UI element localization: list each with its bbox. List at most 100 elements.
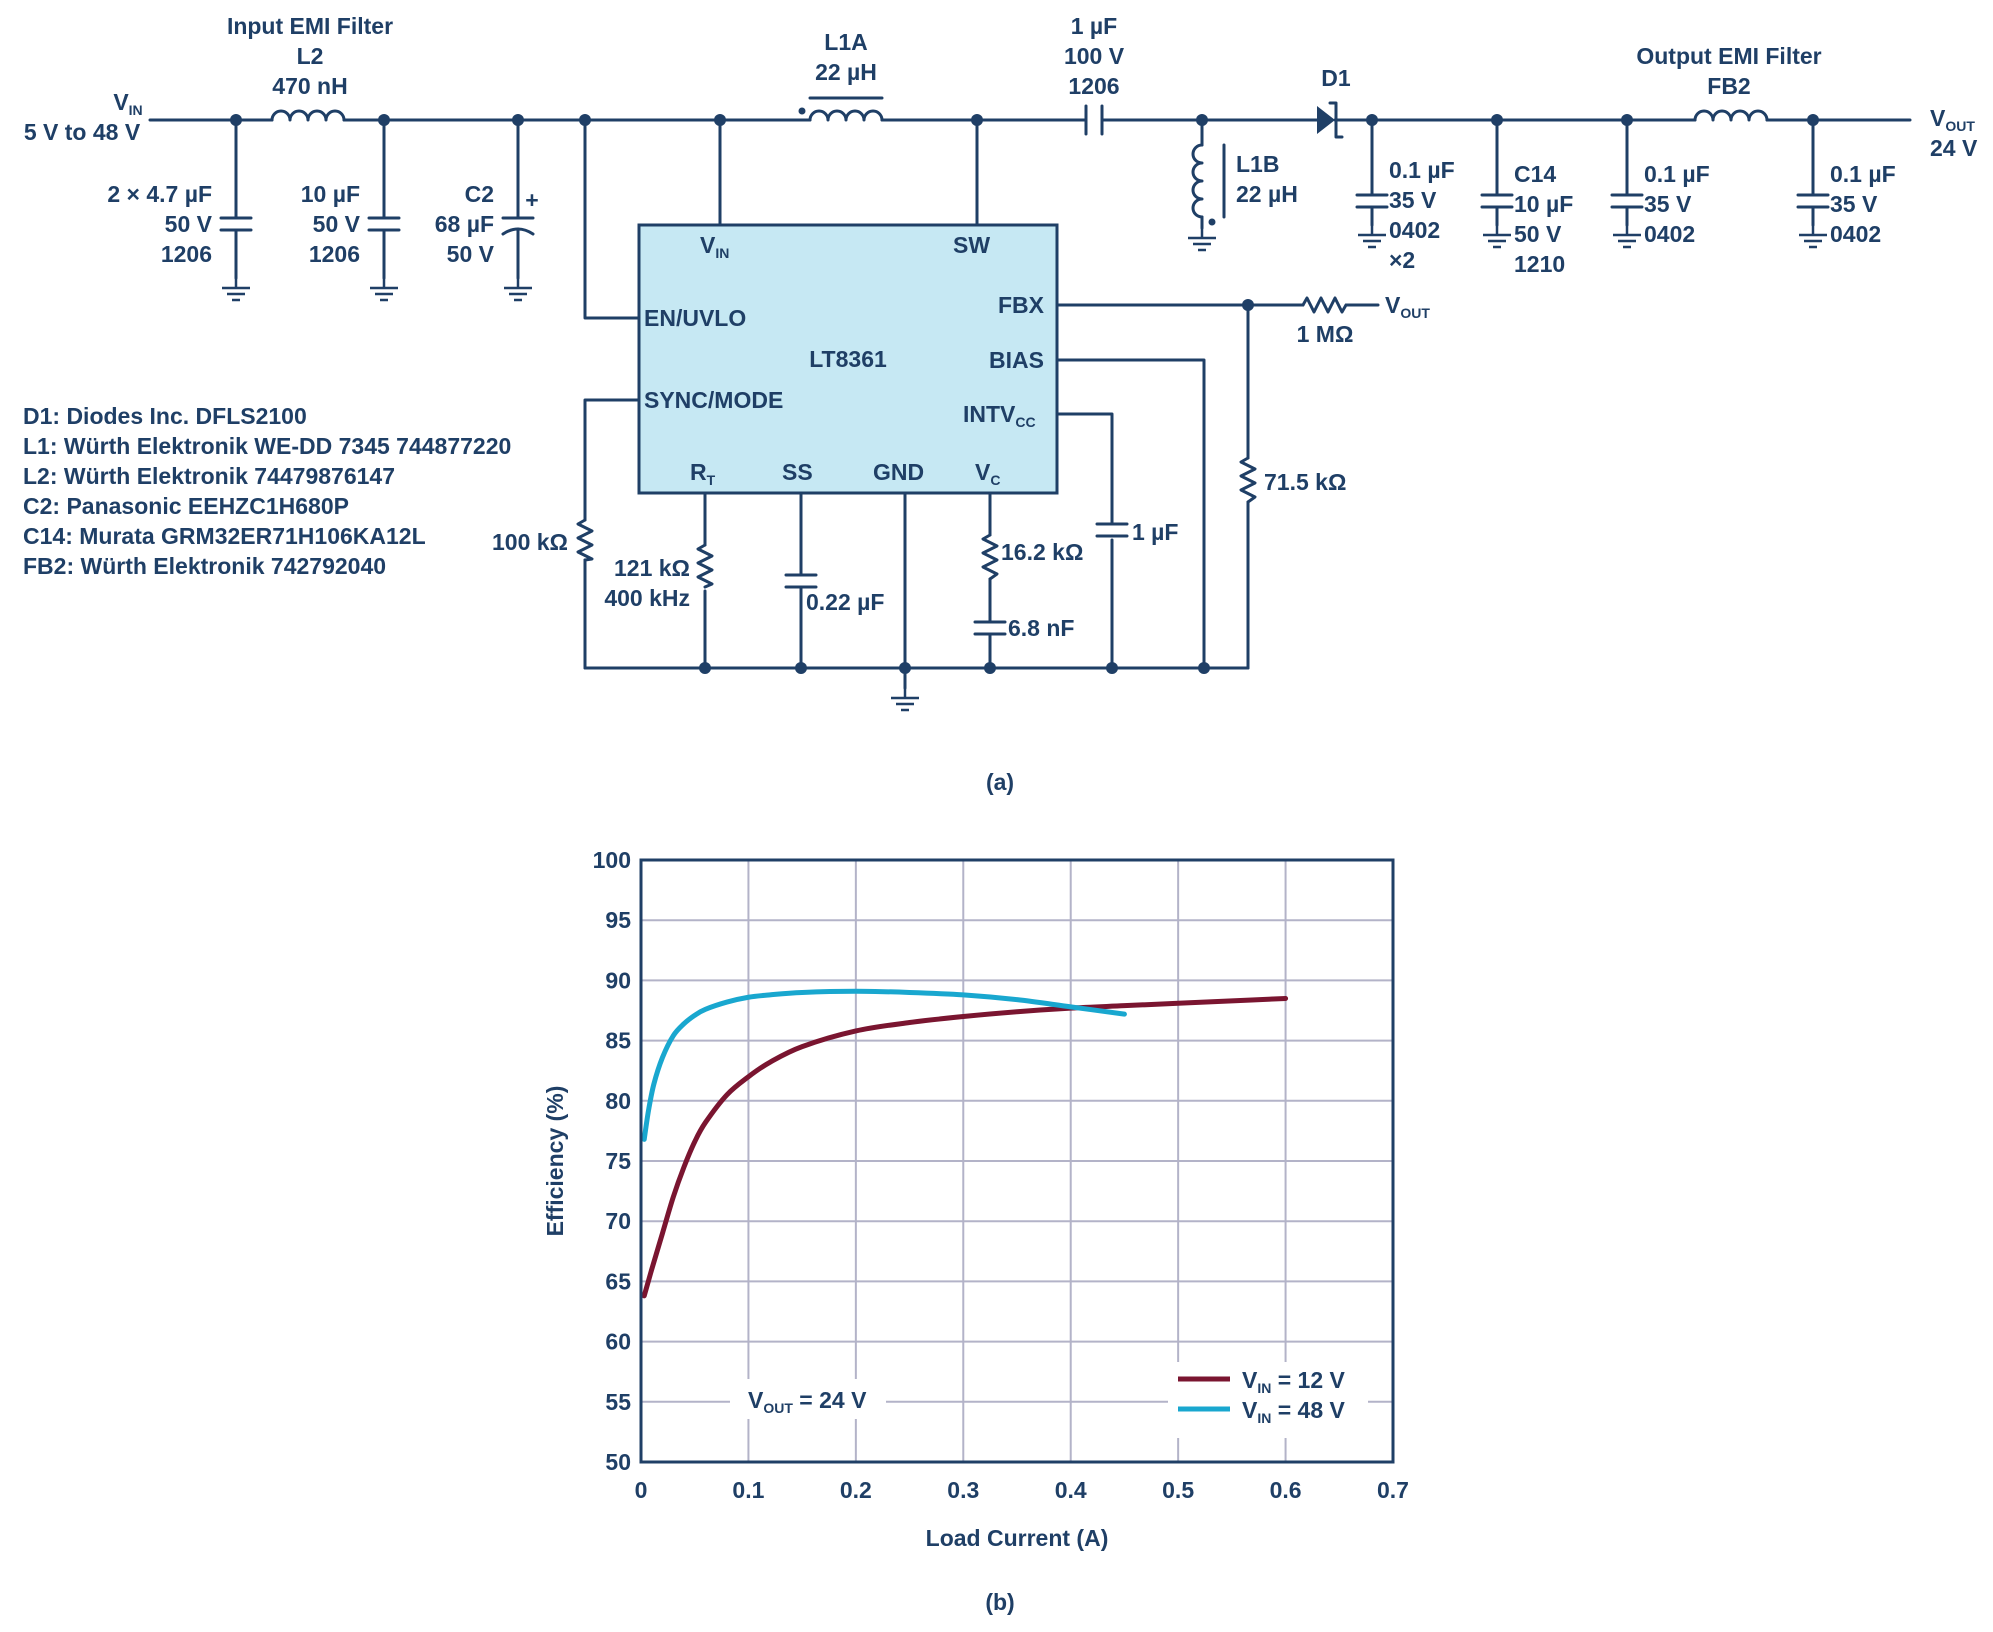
legend-label-12v: VIN = 12 V (1242, 1367, 1346, 1396)
y-tick-label: 50 (605, 1449, 631, 1475)
y-tick-label: 65 (605, 1268, 631, 1294)
cap-in2-package: 1206 (309, 241, 360, 267)
d1-diode-icon (1317, 101, 1344, 139)
bom-line: L2: Würth Elektronik 74479876147 (23, 463, 395, 489)
c2-ref: C2 (465, 181, 494, 207)
coupling-capacitor-icon (1084, 104, 1104, 136)
cap-in1-package: 1206 (161, 241, 212, 267)
vout-label: VOUT (1930, 105, 1975, 134)
r-sync-value: 100 kΩ (492, 529, 568, 555)
fb-bot-value: 71.5 kΩ (1264, 469, 1346, 495)
cout3-voltage: 35 V (1644, 191, 1692, 217)
cout1-value: 0.1 µF (1389, 157, 1455, 183)
plot-frame (639, 858, 1395, 1464)
x-axis-label: Load Current (A) (926, 1525, 1109, 1551)
y-tick-label: 100 (593, 847, 631, 873)
fb-bot-resistor-icon (1239, 456, 1257, 504)
fb2-inductor-icon (1693, 109, 1769, 122)
l2-inductor-icon (270, 109, 346, 122)
l1b-value: 22 µH (1236, 181, 1298, 207)
l1b-inductor-icon (1186, 118, 1226, 252)
y-tick-label: 80 (605, 1088, 631, 1114)
y-tick-label: 85 (605, 1028, 631, 1054)
cap-in2-value: 10 µF (301, 181, 360, 207)
cout4-package: 0402 (1830, 221, 1881, 247)
schematic: VIN 5 V to 48 V Input EMI Filter L2 470 … (23, 13, 1978, 795)
cout3-capacitor-icon (1610, 118, 1644, 249)
d1-ref: D1 (1321, 65, 1351, 91)
bom-line: D1: Diodes Inc. DFLS2100 (23, 403, 307, 429)
fb-net-label: VOUT (1385, 292, 1430, 321)
cout1-capacitor-icon (1355, 118, 1389, 249)
r-vc-resistor-icon (981, 533, 999, 581)
vin-range-label: 5 V to 48 V (24, 119, 141, 145)
l2-value: 470 nH (272, 73, 347, 99)
x-tick-label: 0.4 (1055, 1477, 1087, 1503)
output-filter-title: Output EMI Filter (1636, 43, 1821, 69)
l2-ref: L2 (297, 43, 324, 69)
r-rt-resistor-icon (696, 543, 714, 589)
chart-series (641, 988, 1289, 1299)
bom-line: C14: Murata GRM32ER71H106KA12L (23, 523, 426, 549)
pin-rt: RT (690, 459, 716, 488)
x-tick-label: 0.1 (732, 1477, 764, 1503)
ic-wiring (583, 118, 1380, 712)
x-tick-label: 0.6 (1270, 1477, 1302, 1503)
c14-ref: C14 (1514, 161, 1556, 187)
c-intvcc-capacitor-icon (1095, 522, 1129, 538)
pin-bias: BIAS (989, 347, 1044, 373)
c2-capacitor-icon (501, 118, 535, 302)
l1a-ref: L1A (824, 29, 867, 55)
c14-package: 1210 (1514, 251, 1565, 277)
ccoupling-package: 1206 (1068, 73, 1119, 99)
pin-sw: SW (953, 232, 990, 258)
c14-capacitor-icon (1480, 118, 1514, 249)
cap-in2-voltage: 50 V (313, 211, 361, 237)
caption-a: (a) (986, 769, 1014, 795)
cout4-capacitor-icon (1796, 118, 1830, 249)
pin-ss: SS (782, 459, 813, 485)
bom-line: L1: Würth Elektronik WE-DD 7345 74487722… (23, 433, 511, 459)
c2-polarity: + (525, 187, 538, 213)
x-tick-label: 0.5 (1162, 1477, 1194, 1503)
r-vc-value: 16.2 kΩ (1001, 539, 1083, 565)
x-tick-label: 0 (635, 1477, 648, 1503)
cap-in1-value: 2 × 4.7 µF (107, 181, 212, 207)
r-sync-resistor-icon (576, 518, 594, 562)
bom-line: FB2: Würth Elektronik 742792040 (23, 553, 386, 579)
legend-label-48v: VIN = 48 V (1242, 1397, 1346, 1426)
cap-in1-voltage: 50 V (165, 211, 213, 237)
pin-fbx: FBX (998, 292, 1045, 318)
cout3-package: 0402 (1644, 221, 1695, 247)
c-intvcc-value: 1 µF (1132, 519, 1178, 545)
series-line-0 (641, 995, 1289, 1299)
vout-annotation: VOUT = 24 V (748, 1387, 867, 1416)
c-vc-capacitor-icon (973, 620, 1007, 636)
annotation-backdrop (730, 1379, 886, 1419)
y-tick-label: 70 (605, 1208, 631, 1234)
cout1-package: 0402 (1389, 217, 1440, 243)
fb-top-value: 1 MΩ (1297, 321, 1354, 347)
cout1-count: ×2 (1389, 247, 1415, 273)
x-tick-label: 0.7 (1377, 1477, 1409, 1503)
vout-value: 24 V (1930, 135, 1978, 161)
fb2-ref: FB2 (1707, 73, 1750, 99)
ccoupling-value: 1 µF (1071, 13, 1117, 39)
bom-list: D1: Diodes Inc. DFLS2100 L1: Würth Elekt… (23, 403, 511, 579)
c-vc-value: 6.8 nF (1008, 615, 1074, 641)
pin-intvcc: INTVCC (963, 401, 1036, 430)
y-tick-label: 55 (605, 1389, 631, 1415)
chart-legend: VIN = 12 V VIN = 48 V (1168, 1362, 1368, 1438)
cout3-value: 0.1 µF (1644, 161, 1710, 187)
c14-voltage: 50 V (1514, 221, 1562, 247)
junction-dot-icon (230, 114, 1819, 674)
pin-en-uvlo: EN/UVLO (644, 305, 746, 331)
input-filter-title: Input EMI Filter (227, 13, 393, 39)
c2-value: 68 µF (435, 211, 494, 237)
cout4-value: 0.1 µF (1830, 161, 1896, 187)
pin-gnd: GND (873, 459, 924, 485)
r-rt-frequency: 400 kHz (604, 585, 690, 611)
